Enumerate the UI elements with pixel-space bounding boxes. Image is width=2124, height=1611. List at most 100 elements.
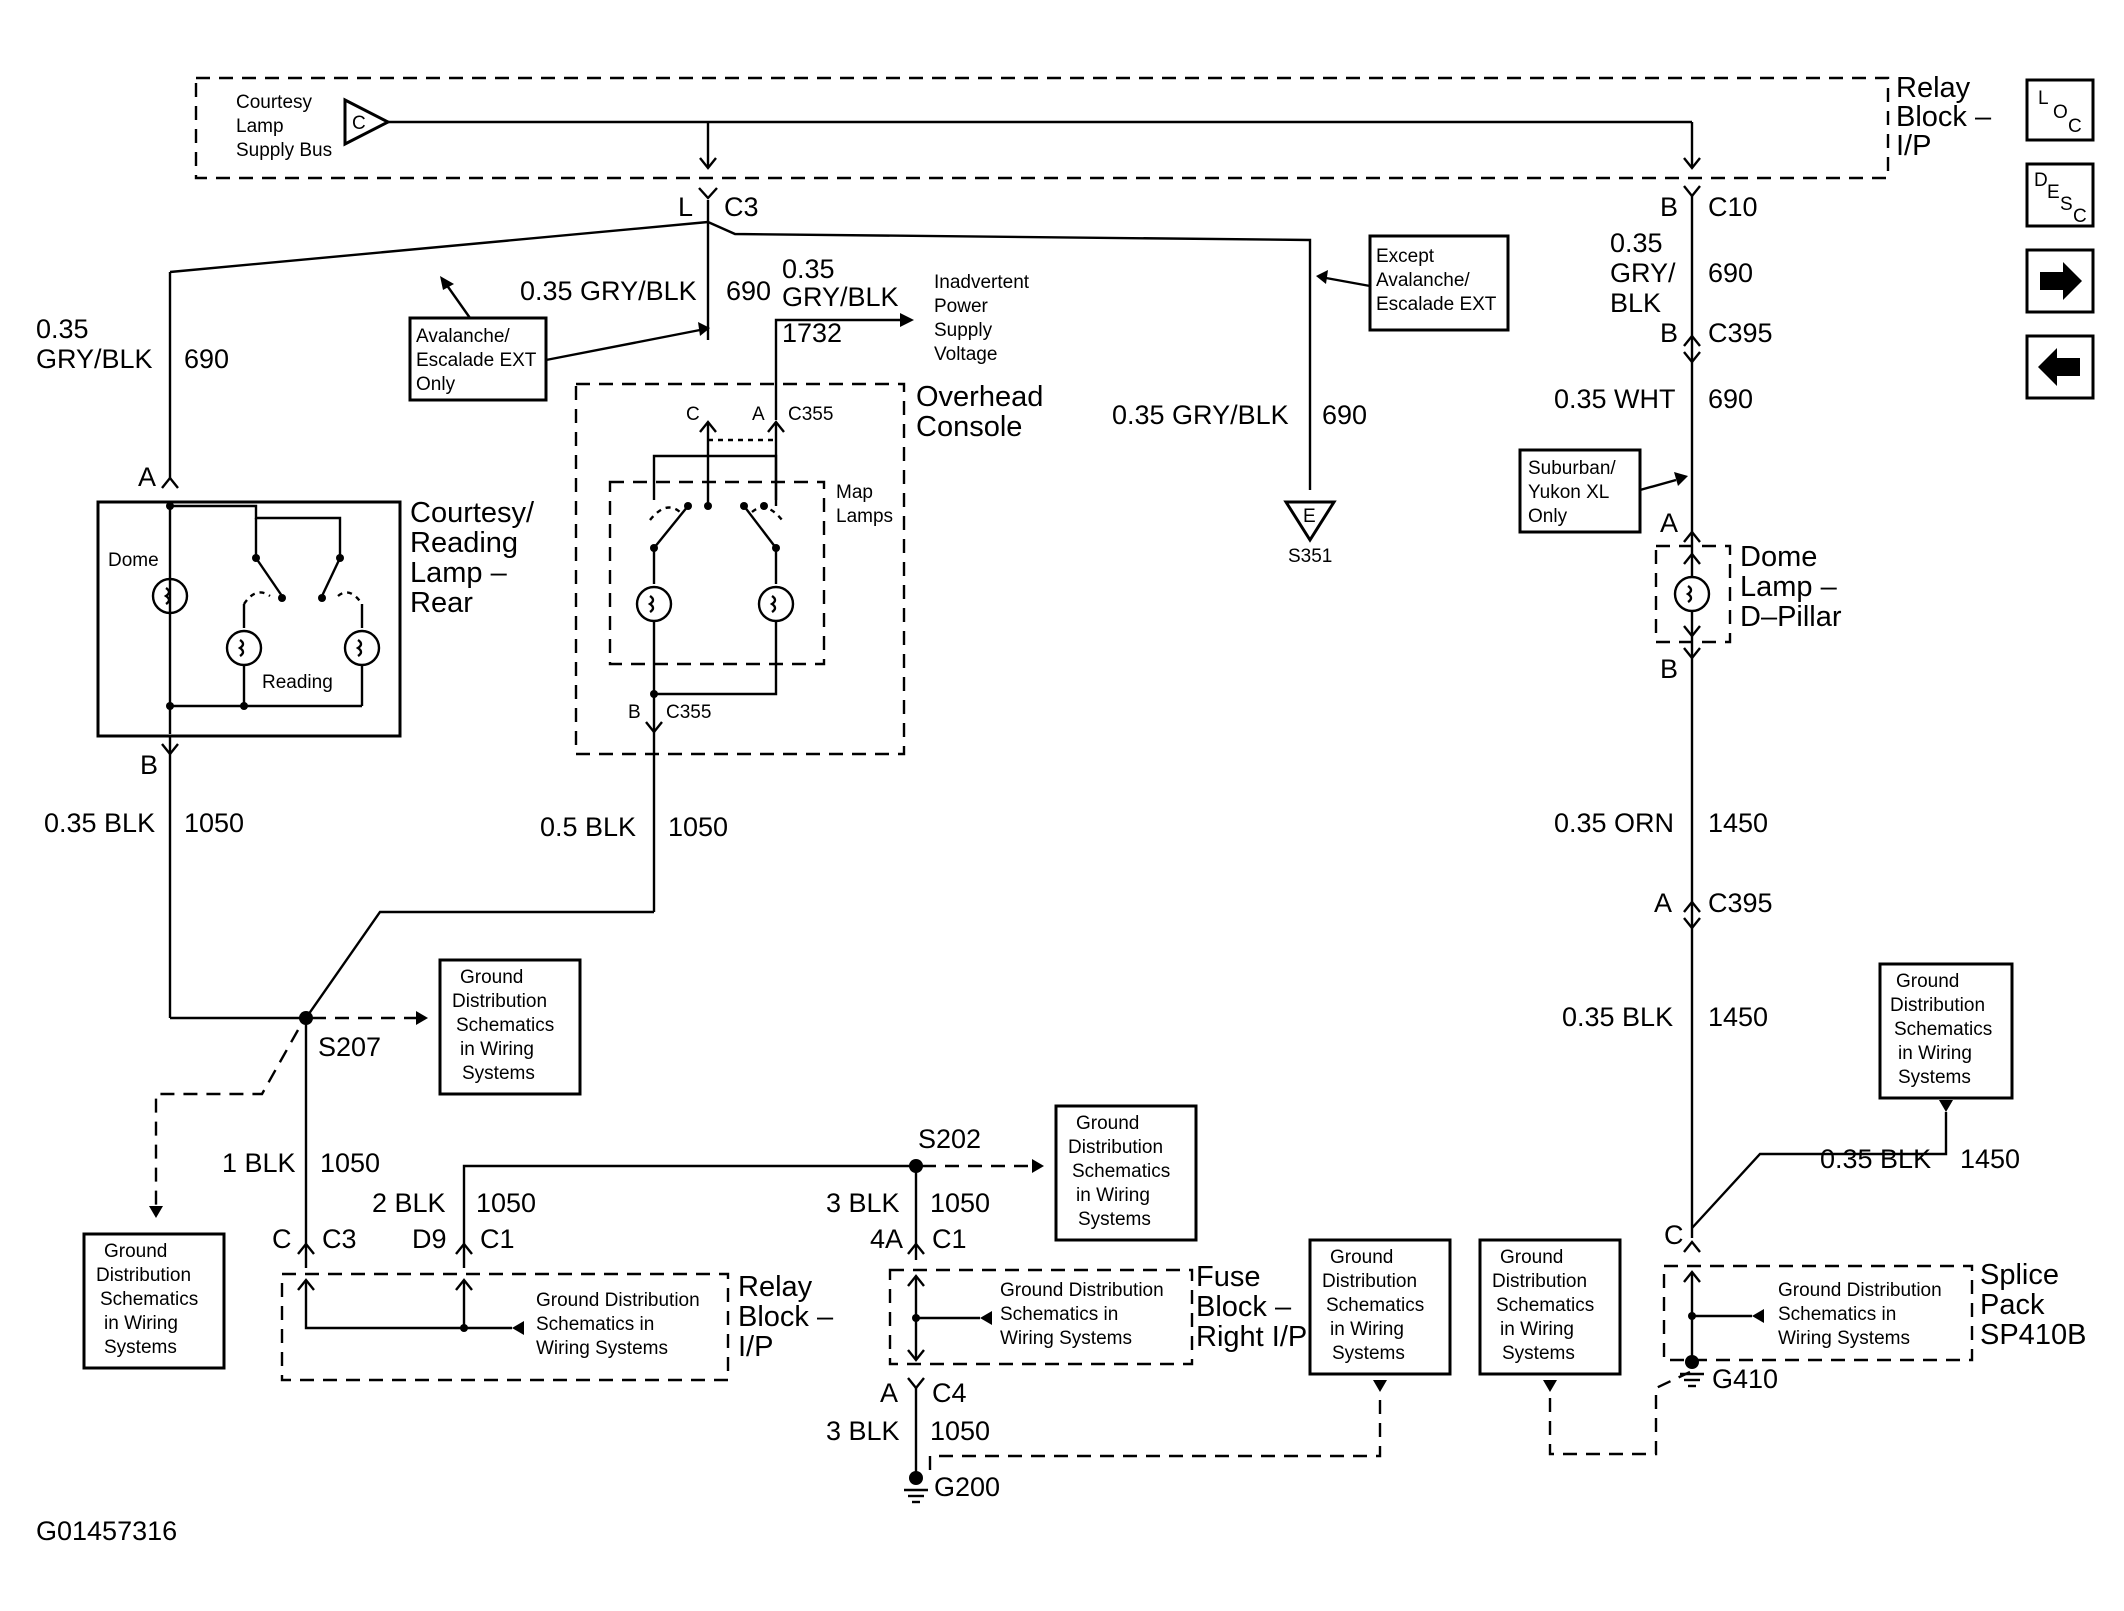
mid-690-label: 0.35 GRY/BLK — [520, 276, 697, 306]
svg-text:Console: Console — [916, 411, 1022, 443]
svg-text:Systems: Systems — [1078, 1209, 1151, 1230]
c355-top-pin-a: A — [752, 404, 765, 425]
prev-arrow-button[interactable] — [2025, 334, 2095, 400]
next-arrow-button[interactable] — [2025, 248, 2095, 314]
c3-top-pin: L — [678, 192, 693, 222]
svg-text:Ground: Ground — [1076, 1113, 1139, 1134]
svg-text:Avalanche/: Avalanche/ — [416, 326, 510, 347]
w1732-gauge: 0.35 — [782, 254, 835, 284]
svg-text:Schematics: Schematics — [456, 1015, 554, 1036]
svg-text:Schematics: Schematics — [1496, 1295, 1594, 1316]
inadvertent-note: Inadvertent — [934, 272, 1030, 293]
map-lamps — [608, 480, 826, 666]
svg-text:Wiring Systems: Wiring Systems — [1778, 1328, 1910, 1349]
ground-distribution-g410 — [1478, 1238, 1622, 1376]
mid-690-circuit: 690 — [726, 276, 771, 306]
suburban-note — [1518, 448, 1642, 534]
svg-text:Power: Power — [934, 296, 989, 317]
left-690-color: GRY/BLK — [36, 344, 153, 374]
c355-top-name: C355 — [788, 404, 833, 425]
right-690-gauge: 0.35 — [1610, 228, 1663, 258]
splice-1450-label: 0.35 BLK — [1820, 1144, 1931, 1174]
svg-text:Block –: Block – — [738, 1301, 834, 1333]
supply-bus-label: Courtesy — [236, 92, 313, 113]
courtesy-reading-lamp-rear — [96, 500, 402, 738]
svg-text:Ground Distribution: Ground Distribution — [536, 1290, 700, 1311]
relay-c3-pin: C — [272, 1224, 292, 1254]
svg-text:Schematics: Schematics — [1072, 1161, 1170, 1182]
relay-block-top-outline — [194, 76, 1890, 180]
svg-text:Ground: Ground — [1896, 971, 1959, 992]
svg-text:in Wiring: in Wiring — [1898, 1043, 1972, 1064]
dome-top-pin: A — [1660, 508, 1678, 538]
svg-text:in Wiring: in Wiring — [1500, 1319, 1574, 1340]
desc-button[interactable]: D E S C — [2025, 162, 2095, 228]
svg-text:Supply Bus: Supply Bus — [236, 140, 332, 161]
orn-1450-label: 0.35 ORN — [1554, 808, 1674, 838]
fuse-c1-name: C1 — [932, 1224, 967, 1254]
orn-1450-circuit: 1450 — [1708, 808, 1768, 838]
c395-top-pin: B — [1660, 318, 1678, 348]
s202-1050-circuit: 1050 — [930, 1188, 990, 1218]
svg-text:Only: Only — [416, 374, 456, 395]
ground-distribution-left — [82, 1232, 226, 1370]
svg-text:Ground: Ground — [1500, 1247, 1563, 1268]
svg-text:O: O — [2053, 102, 2068, 123]
c395-top-name: C395 — [1708, 318, 1773, 348]
svg-text:SP410B: SP410B — [1980, 1319, 2086, 1351]
svg-text:Schematics: Schematics — [1894, 1019, 1992, 1040]
fuse-c1-pin: 4A — [870, 1224, 903, 1254]
dome-lamp-title: Dome — [1740, 541, 1817, 573]
figure-id: G01457316 — [36, 1516, 177, 1546]
avalanche-note — [408, 316, 548, 402]
relay-block-bottom-title: Relay — [738, 1271, 813, 1303]
svg-text:Wiring Systems: Wiring Systems — [536, 1338, 668, 1359]
wht-690-circuit: 690 — [1708, 384, 1753, 414]
left-690-circuit: 690 — [184, 344, 229, 374]
svg-text:Yukon XL: Yukon XL — [1528, 482, 1609, 503]
ground-distribution-fuse — [1308, 1238, 1452, 1376]
svg-text:Schematics in: Schematics in — [536, 1314, 654, 1335]
svg-text:I/P: I/P — [738, 1331, 773, 1363]
svg-text:Distribution: Distribution — [1068, 1137, 1163, 1158]
svg-text:Lamp –: Lamp – — [1740, 571, 1838, 603]
svg-text:D: D — [2034, 170, 2048, 191]
svg-text:Rear: Rear — [410, 587, 473, 619]
c395-bot-pin: A — [1654, 888, 1672, 918]
svg-text:Except: Except — [1376, 246, 1435, 267]
svg-text:Schematics in: Schematics in — [1778, 1304, 1896, 1325]
right-690-color2: BLK — [1610, 288, 1661, 318]
reading-label: Reading — [262, 672, 333, 693]
svg-text:I/P: I/P — [1896, 130, 1931, 162]
overhead-console-title: Overhead — [916, 381, 1043, 413]
svg-text:in Wiring: in Wiring — [1330, 1319, 1404, 1340]
svg-text:Right I/P: Right I/P — [1196, 1321, 1307, 1353]
svg-text:Schematics: Schematics — [100, 1289, 198, 1310]
left-1050-label: 0.35 BLK — [44, 808, 155, 838]
loc-button[interactable]: L O C — [2025, 78, 2095, 142]
s351-label: S351 — [1288, 546, 1332, 567]
ground-distribution-splice — [1878, 962, 2014, 1100]
svg-text:Ground Distribution: Ground Distribution — [1778, 1280, 1942, 1301]
relay-c3-name: C3 — [322, 1224, 357, 1254]
left-1050-circuit: 1050 — [184, 808, 244, 838]
s207-1050-circuit: 1050 — [320, 1148, 380, 1178]
svg-text:Ground Distribution: Ground Distribution — [1000, 1280, 1164, 1301]
svg-text:Block –: Block – — [1196, 1291, 1292, 1323]
c10-pin: B — [1660, 192, 1678, 222]
c3-top-name: C3 — [724, 192, 759, 222]
fuse-c4-name: C4 — [932, 1378, 967, 1408]
mid-1050-label: 0.5 BLK — [540, 812, 636, 842]
svg-text:Systems: Systems — [1898, 1067, 1971, 1088]
svg-text:Ground: Ground — [460, 967, 523, 988]
svg-text:Systems: Systems — [1502, 1343, 1575, 1364]
svg-text:S: S — [2060, 194, 2073, 215]
fuse-block-right-ip — [888, 1268, 1194, 1366]
c10-name: C10 — [1708, 192, 1758, 222]
svg-text:Pack: Pack — [1980, 1289, 2045, 1321]
svg-text:L: L — [2038, 88, 2049, 109]
svg-text:Supply: Supply — [934, 320, 993, 341]
splice-1450-circuit: 1450 — [1960, 1144, 2020, 1174]
splice-c-pin: C — [1664, 1220, 1684, 1250]
d9-1050-circuit: 1050 — [476, 1188, 536, 1218]
